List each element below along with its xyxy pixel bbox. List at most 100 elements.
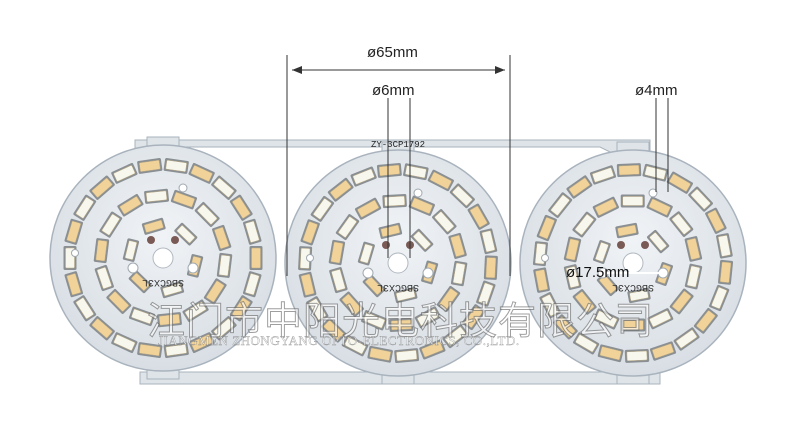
smd-led xyxy=(163,158,189,174)
smd-led xyxy=(300,219,320,246)
smd-led xyxy=(163,342,189,358)
smd-led xyxy=(563,264,582,290)
smd-led xyxy=(389,317,414,332)
smd-led xyxy=(408,195,435,216)
smd-led xyxy=(73,295,97,322)
smd-led xyxy=(327,177,354,202)
smd-led xyxy=(249,246,263,270)
dimension-lines xyxy=(286,55,669,276)
smd-led xyxy=(461,304,486,331)
hole-spacing-end xyxy=(600,270,606,276)
mount-hole xyxy=(541,254,549,262)
smd-led xyxy=(64,271,84,298)
smd-led xyxy=(627,287,651,304)
smd-led xyxy=(128,306,156,327)
smd-led xyxy=(89,316,115,341)
smd-led xyxy=(646,229,670,254)
smd-led xyxy=(548,192,573,218)
smd-led xyxy=(229,194,253,221)
smd-led xyxy=(572,289,597,315)
smd-led xyxy=(442,324,469,349)
smd-led xyxy=(367,345,393,363)
solder-pad xyxy=(641,241,649,249)
smd-led xyxy=(211,175,237,200)
center-hole xyxy=(152,247,174,269)
smd-led xyxy=(718,259,734,285)
smd-led xyxy=(403,163,429,181)
arrow-head xyxy=(292,66,302,74)
solder-pad xyxy=(147,236,155,244)
smd-led xyxy=(111,162,138,184)
smd-led xyxy=(716,233,733,259)
smd-led xyxy=(242,271,262,298)
smd-led xyxy=(427,169,454,192)
mount-hole xyxy=(648,188,658,198)
smd-led xyxy=(194,202,220,227)
smd-led xyxy=(321,317,347,343)
smd-led xyxy=(589,165,617,185)
smd-led xyxy=(450,260,468,287)
smd-led xyxy=(597,344,624,363)
smd-led xyxy=(624,348,650,363)
smd-led xyxy=(362,274,386,298)
smd-led xyxy=(298,271,317,298)
center-hole-diameter-label: ø6mm xyxy=(372,82,415,99)
led-board: SBGCX3L xyxy=(519,141,747,385)
smd-led xyxy=(448,232,467,259)
smd-led xyxy=(117,193,144,217)
smd-led xyxy=(414,306,442,329)
hole-spacing-end xyxy=(661,270,667,276)
smd-led xyxy=(357,241,375,266)
mount-hole xyxy=(362,267,374,279)
smd-led xyxy=(705,207,727,234)
smd-led xyxy=(122,238,140,262)
smd-led xyxy=(449,183,475,209)
smd-led xyxy=(563,236,582,263)
smd-led xyxy=(642,163,669,182)
mount-hole xyxy=(422,267,434,279)
smd-led xyxy=(242,218,262,245)
smd-led xyxy=(73,194,97,221)
smd-led xyxy=(137,342,163,358)
solder-pad xyxy=(382,241,390,249)
smd-led xyxy=(111,332,138,354)
smd-led xyxy=(572,211,597,238)
smd-led xyxy=(141,217,166,235)
led-board: SBGCX3L xyxy=(284,141,512,385)
mount-hole xyxy=(306,254,314,262)
smd-led xyxy=(64,218,84,245)
smd-led xyxy=(684,263,703,290)
smd-led xyxy=(188,332,215,354)
smd-led xyxy=(410,228,434,252)
smd-led xyxy=(684,236,703,262)
smd-led xyxy=(673,327,700,351)
smd-led xyxy=(203,278,227,305)
smd-led xyxy=(616,163,642,178)
smd-led xyxy=(376,162,402,178)
smd-led xyxy=(212,224,232,252)
smd-led xyxy=(620,194,645,208)
smd-led xyxy=(174,222,198,246)
smd-led xyxy=(182,299,209,323)
smd-led xyxy=(93,238,110,264)
mount-hole xyxy=(187,262,199,274)
smd-led xyxy=(592,196,619,218)
smd-led xyxy=(216,252,233,278)
smd-led xyxy=(593,308,620,330)
smd-led xyxy=(144,188,170,204)
smd-led xyxy=(229,295,253,322)
smd-led xyxy=(536,214,557,242)
smd-led xyxy=(532,241,548,267)
smd-led xyxy=(170,189,198,210)
hole-spacing-label: ø17.5mm xyxy=(566,264,630,281)
smd-led xyxy=(621,318,646,332)
smd-led xyxy=(378,222,403,239)
smd-led xyxy=(533,267,550,293)
arrow-head xyxy=(495,66,505,74)
smd-led xyxy=(647,308,674,330)
smd-led xyxy=(419,339,446,360)
smd-led xyxy=(342,334,369,357)
smd-led xyxy=(669,211,694,237)
mount-hole-diameter-label: ø4mm xyxy=(635,82,678,99)
